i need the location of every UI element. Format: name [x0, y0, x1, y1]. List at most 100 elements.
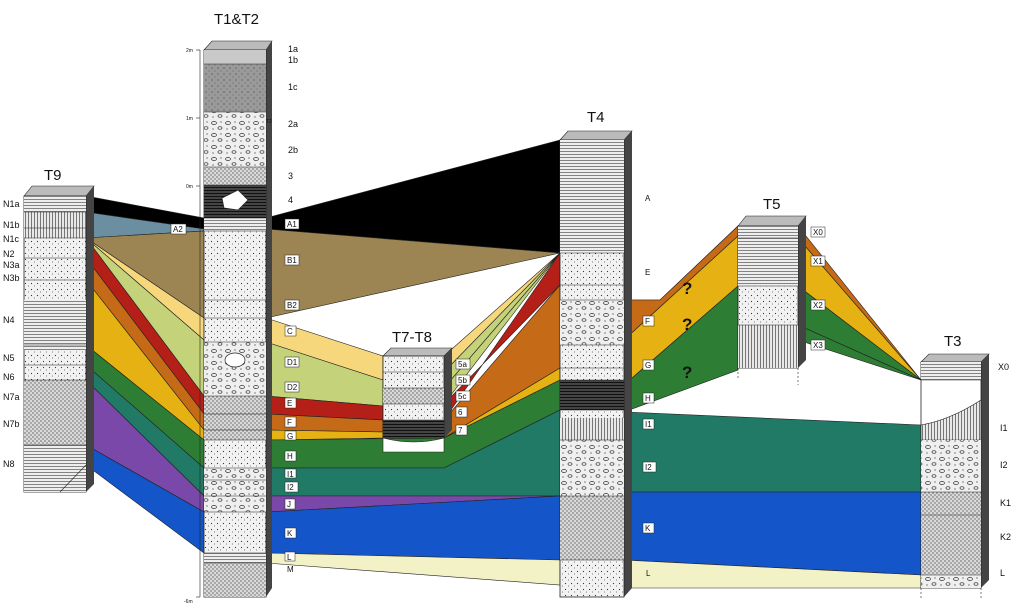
t1-unit-h: H [284, 450, 297, 462]
t1-unit-j: J [284, 498, 296, 510]
t4-unit-e: E [645, 268, 650, 277]
t1-unit-e: E [284, 397, 297, 409]
svg-text:I1: I1 [645, 420, 652, 429]
t1-unit-f: F [284, 416, 297, 428]
t1-upper-labels: 1a 1b 1c 2a 2b 3 4 [288, 44, 298, 205]
title-t3: T3 [944, 333, 962, 350]
t1-unit-k: K [284, 527, 297, 539]
title-t9: T9 [44, 167, 62, 184]
t1-unit-g: G [284, 430, 297, 441]
svg-text:C: C [287, 327, 293, 336]
svg-text:A2: A2 [173, 225, 183, 234]
t1-label-2b: 2b [288, 145, 298, 155]
t3-label-k2: K2 [1000, 532, 1011, 542]
t3-label-x0: X0 [998, 362, 1009, 372]
column-t3: T3 X0 I1 I2 K1 K2 L [920, 333, 1011, 600]
band-g-mid [265, 429, 384, 441]
t5-label-x2: X2 [810, 299, 826, 311]
t9-label-n4: N4 [3, 315, 15, 325]
t9-label-n1c: N1c [3, 234, 20, 244]
scale-t2-marker: T2 [266, 119, 272, 125]
svg-text:6: 6 [458, 408, 463, 417]
svg-text:J: J [287, 500, 291, 509]
t3-label-i1: I1 [1000, 423, 1008, 433]
column-t78: T7-T8 5a 5b 5c 6 7 [382, 329, 471, 453]
band-i-right [623, 411, 922, 493]
t9-labels: N1a N1b N1c N2 N3a N3b N4 N5 N6 N7a N7b … [3, 199, 20, 469]
svg-text:D1: D1 [287, 358, 298, 367]
t9-label-n8: N8 [3, 459, 15, 469]
t78-labels: 5a 5b 5c 6 7 [455, 358, 471, 436]
t1-unit-d2: D2 [284, 381, 300, 393]
t5-label-x3: X3 [810, 339, 826, 351]
svg-text:5c: 5c [458, 392, 466, 401]
t1-unit-m: M [287, 565, 294, 574]
t5-labels: X0 X1 X2 X3 [810, 226, 826, 351]
t9-label-n3b: N3b [3, 273, 20, 283]
svg-text:G: G [645, 361, 651, 370]
t78-label-5b: 5b [455, 374, 471, 386]
t4-unit-h: H [642, 392, 655, 404]
t78-label-7: 7 [455, 424, 468, 436]
svg-text:I2: I2 [287, 483, 294, 492]
svg-text:E: E [645, 268, 650, 277]
svg-text:I2: I2 [645, 463, 652, 472]
t4-unit-f: F [642, 315, 655, 327]
t9-label-n5: N5 [3, 353, 15, 363]
t5-label-x1: X1 [810, 255, 826, 267]
t3-label-l: L [1000, 568, 1005, 578]
t3-labels: X0 I1 I2 K1 K2 L [998, 362, 1011, 578]
depth-scale [196, 49, 201, 598]
t1-unit-d1: D1 [284, 356, 300, 368]
t9-label-n7b: N7b [3, 419, 20, 429]
svg-text:B2: B2 [287, 301, 297, 310]
t1-label-2a: 2a [288, 119, 298, 129]
svg-text:X1: X1 [813, 257, 823, 266]
t1-unit-b2: B2 [284, 299, 300, 311]
svg-text:B1: B1 [287, 256, 297, 265]
t1-label-4: 4 [288, 195, 293, 205]
correlation-bands [85, 139, 922, 589]
question-mark-3: ? [682, 363, 692, 382]
t9-label-n6: N6 [3, 372, 15, 382]
svg-text:L: L [646, 569, 651, 578]
svg-text:D2: D2 [287, 383, 298, 392]
t78-label-5a: 5a [455, 358, 471, 370]
t1-unit-i2: I2 [284, 481, 299, 493]
t78-label-6: 6 [455, 406, 468, 418]
t9-label-n3a: N3a [3, 260, 20, 270]
svg-text:A: A [645, 194, 651, 203]
t4-unit-g: G [642, 359, 655, 371]
t4-unit-labels: A E F G H I1 I2 K L [642, 194, 657, 578]
label-a2: A2 [170, 223, 187, 235]
svg-text:7: 7 [458, 426, 463, 435]
t1-unit-labels: A1 B1 B2 C D1 D2 E F G H I1 I2 J K L M A… [170, 218, 300, 574]
svg-text:X2: X2 [813, 301, 823, 310]
svg-text:I1: I1 [287, 470, 294, 479]
question-mark-2: ? [682, 315, 692, 334]
svg-text:X0: X0 [813, 228, 823, 237]
t3-label-i2: I2 [1000, 460, 1008, 470]
svg-text:X3: X3 [813, 341, 823, 350]
svg-text:L: L [287, 553, 292, 562]
t4-unit-i2: I2 [642, 461, 657, 473]
svg-text:A1: A1 [287, 220, 297, 229]
svg-text:F: F [287, 418, 292, 427]
svg-text:5a: 5a [458, 360, 467, 369]
scale-2m: 2m [186, 48, 193, 54]
t1-unit-l: L [284, 551, 296, 562]
title-t4: T4 [587, 109, 605, 126]
svg-text:G: G [287, 432, 293, 441]
svg-text:K: K [645, 524, 651, 533]
t9-label-n1b: N1b [3, 220, 20, 230]
svg-text:H: H [645, 394, 651, 403]
t9-label-n7a: N7a [3, 392, 20, 402]
t9-label-n2: N2 [3, 249, 15, 259]
svg-text:5b: 5b [458, 376, 467, 385]
title-t78: T7-T8 [392, 329, 432, 346]
question-mark-1: ? [682, 279, 692, 298]
column-t9: T9 N1a N1b N1c N2 N3a N3b N4 N5 N6 N7a N… [3, 167, 95, 493]
scale-minus6m: -6m [184, 599, 193, 605]
t1-unit-i1: I1 [284, 468, 297, 479]
t1-label-3: 3 [288, 171, 293, 181]
